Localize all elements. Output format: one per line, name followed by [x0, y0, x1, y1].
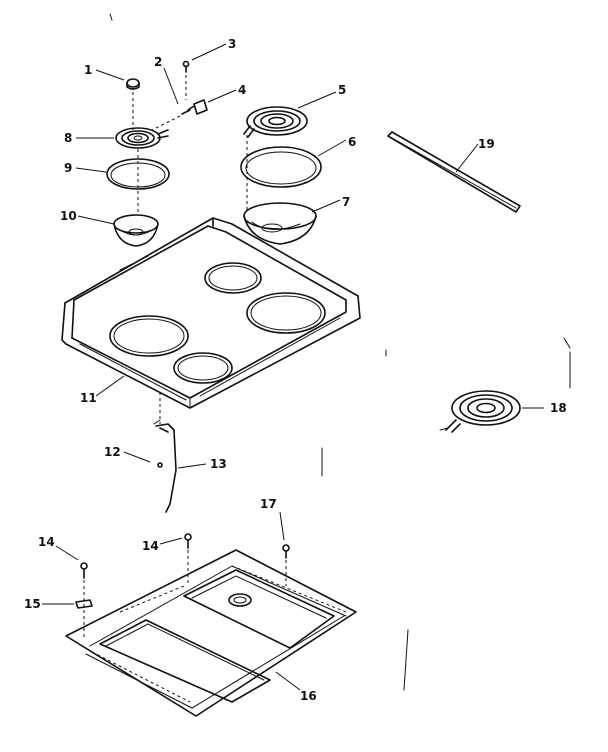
part-2-3-4-terminal	[151, 60, 208, 131]
label-12: 12	[104, 445, 121, 459]
scan-artifacts	[109, 13, 571, 691]
leader-lines	[42, 43, 544, 691]
label-16: 16	[300, 689, 317, 703]
label-8: 8	[64, 131, 72, 145]
part-6-large-trim-ring	[240, 146, 322, 188]
label-11: 11	[80, 391, 97, 405]
part-16-bottom-panel	[65, 549, 357, 717]
part-18-surface-element	[439, 390, 521, 433]
label-2: 2	[154, 55, 162, 69]
part-1-cap	[126, 78, 140, 130]
part-8-small-element	[115, 127, 169, 212]
part-14-15-17-screws	[75, 533, 290, 640]
part-7-large-drip-bowl	[243, 202, 317, 245]
label-15: 15	[24, 597, 41, 611]
label-19: 19	[478, 137, 495, 151]
label-17: 17	[260, 497, 277, 511]
label-4: 4	[238, 83, 246, 97]
part-12-13-wire	[153, 392, 177, 513]
part-10-drip-bowl	[113, 214, 159, 247]
label-10: 10	[60, 209, 77, 223]
label-7: 7	[342, 195, 350, 209]
label-14-center: 14	[142, 539, 159, 553]
label-18: 18	[550, 401, 567, 415]
label-14-left: 14	[38, 535, 55, 549]
label-5: 5	[338, 83, 346, 97]
part-labels: 1 2 3 4 5 6 7 8 9 10 11 12 13 14 14 15 1…	[24, 37, 567, 703]
label-3: 3	[228, 37, 236, 51]
label-9: 9	[64, 161, 72, 175]
label-13: 13	[210, 457, 227, 471]
part-19-trim-strip	[387, 131, 521, 213]
part-11-cooktop	[61, 217, 361, 409]
part-9-trim-ring	[106, 158, 170, 190]
label-1: 1	[84, 63, 92, 77]
part-5-large-element	[243, 106, 308, 210]
label-6: 6	[348, 135, 356, 149]
